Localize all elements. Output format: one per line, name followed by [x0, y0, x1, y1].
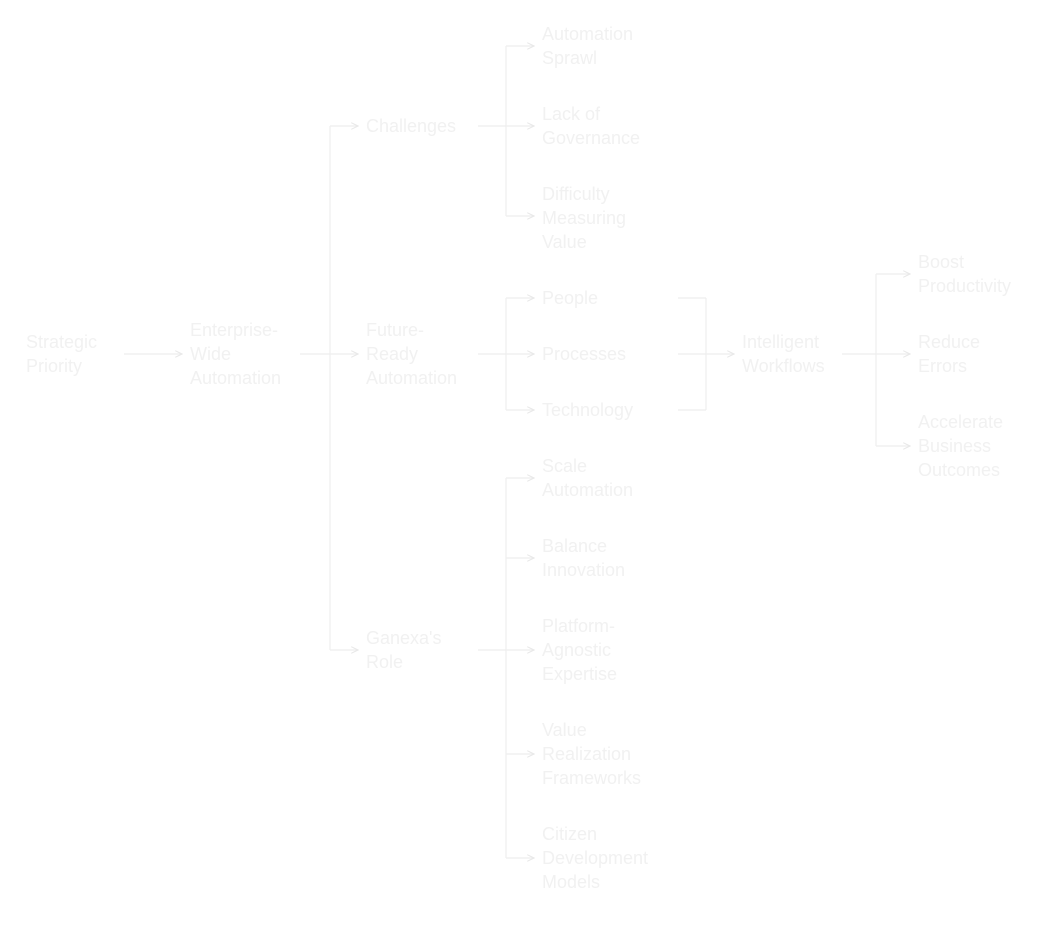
node-intelligent-workflows: Intelligent Workflows: [742, 330, 872, 378]
node-strategic-priority: Strategic Priority: [26, 330, 156, 378]
node-reduce-errors: Reduce Errors: [918, 330, 1048, 378]
node-label-line: Automation: [542, 24, 634, 44]
node-label-line: Intelligent: [742, 332, 820, 352]
node-citizen-development-models: Citizen Development Models: [542, 822, 672, 894]
node-label-line: Agnostic: [542, 640, 612, 660]
node-label-line: People: [542, 288, 599, 308]
node-label-line: Innovation: [542, 560, 626, 580]
node-label-line: Accelerate: [918, 412, 1004, 432]
node-label-line: Workflows: [742, 356, 825, 376]
node-technology: Technology: [542, 398, 672, 422]
node-label-line: Reduce: [918, 332, 981, 352]
node-scale-automation: Scale Automation: [542, 454, 672, 502]
node-label-line: Errors: [918, 356, 967, 376]
node-label-line: Challenges: [366, 116, 457, 136]
node-difficulty-measuring-value: Difficulty Measuring Value: [542, 182, 672, 254]
edge-challenges-trunk: [478, 46, 507, 216]
node-label-line: Role: [366, 652, 404, 672]
node-people: People: [542, 286, 672, 310]
node-label-line: Lack of: [542, 104, 601, 124]
node-label-line: Wide: [190, 344, 232, 364]
node-label-line: Enterprise-: [190, 320, 279, 340]
node-label-line: Platform-: [542, 616, 616, 636]
edge-workflows-trunk: [842, 274, 877, 446]
node-label-line: Outcomes: [918, 460, 1001, 480]
node-label-line: Frameworks: [542, 768, 642, 788]
node-challenges: Challenges: [366, 114, 496, 138]
node-label-line: Ganexa's: [366, 628, 442, 648]
node-label-line: Processes: [542, 344, 627, 364]
node-label-line: Ready: [366, 344, 419, 364]
node-ganexas-role: Ganexa's Role: [366, 626, 496, 674]
node-label-line: Automation: [542, 480, 634, 500]
node-label-line: Models: [542, 872, 601, 892]
node-label-line: Boost: [918, 252, 965, 272]
node-label-line: Business: [918, 436, 992, 456]
node-label-line: Strategic: [26, 332, 98, 352]
node-label-line: Priority: [26, 356, 83, 376]
node-label-line: Citizen: [542, 824, 598, 844]
node-label-line: Productivity: [918, 276, 1012, 296]
node-balance-innovation: Balance Innovation: [542, 534, 672, 582]
node-future-ready-automation: Future- Ready Automation: [366, 318, 496, 390]
node-label-line: Technology: [542, 400, 634, 420]
node-lack-of-governance: Lack of Governance: [542, 102, 672, 150]
node-label-line: Scale: [542, 456, 588, 476]
node-processes: Processes: [542, 342, 672, 366]
node-label-line: Balance: [542, 536, 608, 556]
node-label-line: Expertise: [542, 664, 618, 684]
node-label-line: Realization: [542, 744, 632, 764]
node-label-line: Value: [542, 232, 587, 252]
node-enterprise-wide-automation: Enterprise- Wide Automation: [190, 318, 320, 390]
node-label-line: Future-: [366, 320, 425, 340]
node-boost-productivity: Boost Productivity: [918, 250, 1048, 298]
node-platform-agnostic-expertise: Platform- Agnostic Expertise: [542, 614, 672, 686]
node-label-line: Difficulty: [542, 184, 610, 204]
node-label-line: Sprawl: [542, 48, 598, 68]
node-label-line: Automation: [190, 368, 282, 388]
node-label-line: Development: [542, 848, 649, 868]
node-accelerate-business-outcomes: Accelerate Business Outcomes: [918, 410, 1048, 482]
edge-enterprise-trunk: [300, 126, 331, 650]
edge-ganexa-trunk: [478, 478, 507, 858]
node-value-realization-frameworks: Value Realization Frameworks: [542, 718, 672, 790]
node-label-line: Value: [542, 720, 587, 740]
node-label-line: Measuring: [542, 208, 627, 228]
node-label-line: Automation: [366, 368, 458, 388]
edge-merge-workflows: [678, 297, 707, 411]
node-automation-sprawl: Automation Sprawl: [542, 22, 672, 70]
node-label-line: Governance: [542, 128, 641, 148]
